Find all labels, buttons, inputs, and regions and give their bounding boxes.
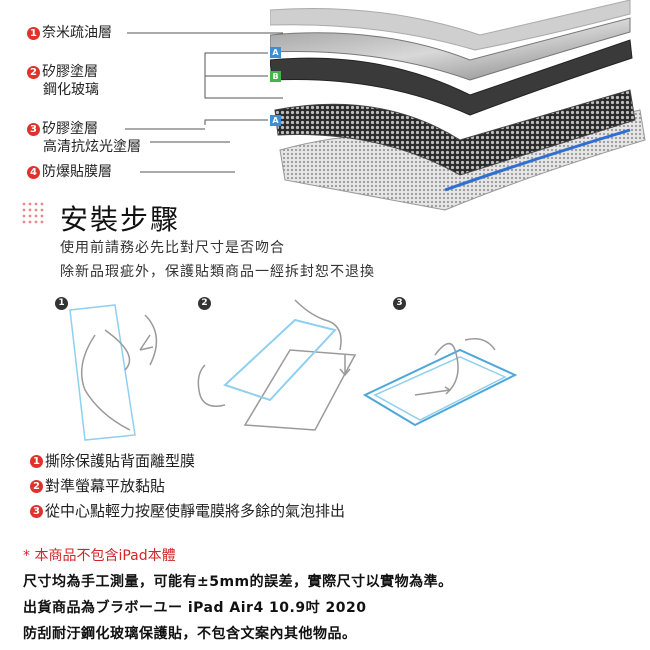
connector-lines (125, 32, 283, 173)
glass-layer (270, 39, 633, 116)
notice-text: * 本商品不包含iPad本體 (23, 548, 176, 564)
number-badge: 2 (27, 65, 40, 79)
layer-diagram (270, 0, 646, 211)
step-2-illustration (197, 299, 357, 431)
install-title: 安裝步驟 (60, 203, 181, 236)
layer-3-line-2: 高清抗炫光塗層 (43, 139, 141, 155)
step-illustrations (69, 299, 518, 441)
dotted-square-icon (22, 202, 44, 224)
layer-2-line-1: 矽膠塗層 (42, 64, 98, 80)
description-line-2: 出貨商品為ブラボーユー iPad Air4 10.9吋 2020 (23, 600, 367, 616)
install-note-1: 使用前請務必先比對尺寸是否吻合 (60, 240, 285, 256)
number-badge: 3 (30, 505, 43, 518)
number-badge: 1 (30, 455, 43, 468)
oleophobic-layer (270, 17, 631, 81)
step-3-illustration (362, 338, 518, 427)
step-badge-1: 1 (55, 297, 68, 310)
step-1-text: 撕除保護貼背面離型膜 (45, 452, 196, 470)
number-badge: 4 (27, 165, 40, 179)
layer-4-text: 防爆貼膜層 (42, 164, 112, 180)
description-line-3: 防刮耐汙鋼化玻璃保護貼，不包含文案內其他物品。 (23, 626, 357, 642)
step-badge-2: 2 (198, 297, 211, 310)
number-badge: 1 (27, 26, 40, 40)
layer-1-text: 奈米疏油層 (42, 25, 112, 41)
silicone-layer-3 (274, 89, 636, 176)
layer-tag-b: B (270, 71, 281, 82)
step-2-text: 對準螢幕平放黏貼 (45, 477, 166, 495)
step-1-illustration (69, 304, 158, 441)
step-badge-3: 3 (393, 297, 406, 310)
description-line-1: 尺寸均為手工測量，可能有±5mm的誤差，實際尺寸以實物為準。 (23, 574, 453, 590)
number-badge: 2 (30, 480, 43, 493)
number-badge: 3 (27, 122, 40, 136)
layer-2-line-2: 鋼化玻璃 (43, 82, 99, 98)
step-3-text: 從中心點輕力按壓使靜電膜將多餘的氣泡排出 (45, 502, 346, 520)
layer-tag-a: A (270, 47, 281, 58)
install-note-2: 除新品瑕疵外，保護貼類商品一經拆封恕不退換 (60, 264, 375, 280)
layer-tag-a-2: A (270, 115, 281, 126)
layer-3-line-1: 矽膠塗層 (42, 121, 98, 137)
